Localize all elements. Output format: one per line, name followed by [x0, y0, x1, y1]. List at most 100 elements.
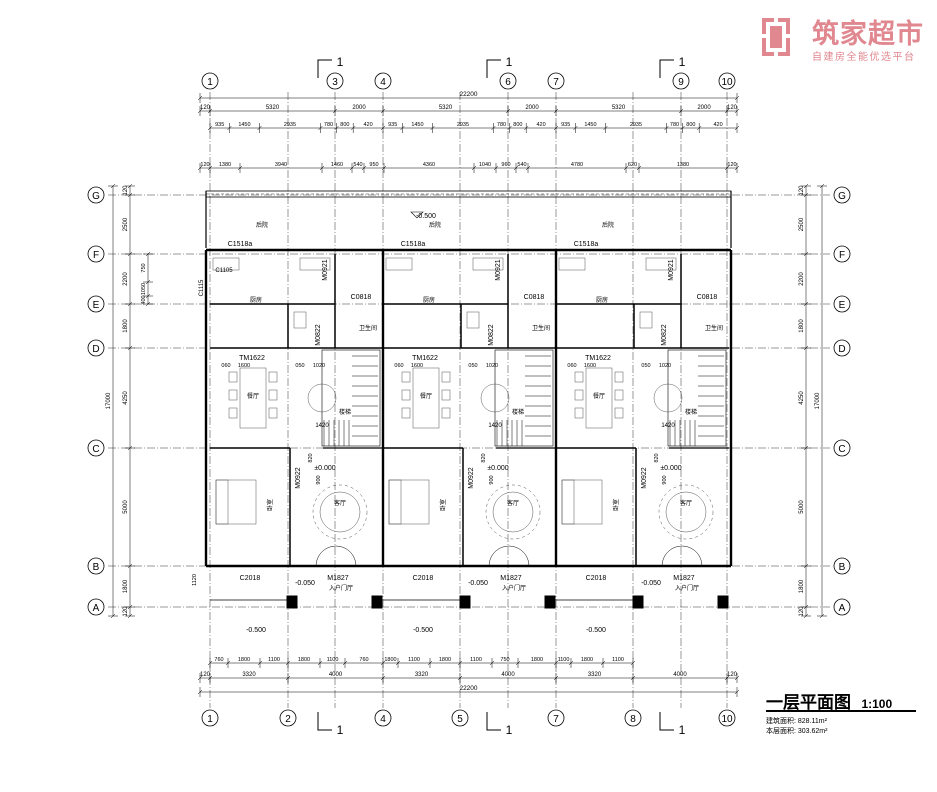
axis-bubble [624, 709, 642, 727]
dim-text: 620 [628, 162, 637, 168]
axis-label-left: F [93, 250, 99, 261]
door-label: M0822 [315, 324, 322, 346]
dim-slash [127, 445, 133, 451]
door-label: M1827 [500, 575, 522, 582]
dim-text: 1450 [584, 122, 596, 128]
elevation-label: -0.500 [586, 627, 606, 634]
dim-text: 120 [200, 672, 211, 678]
dim-text: 5000 [799, 500, 805, 514]
axis-label-right: B [839, 562, 846, 573]
dim-text: 5000 [123, 500, 129, 514]
axis-label-right: G [838, 191, 846, 202]
dim-slash [724, 108, 730, 114]
dim-text: 420 [713, 122, 722, 128]
drawing-scale: 1:100 [861, 697, 893, 711]
dim-slash [127, 251, 133, 257]
dim-slash [803, 301, 809, 307]
axis-bubble [718, 72, 736, 90]
chair [574, 371, 584, 383]
axis-bubble [833, 439, 851, 457]
dim-slash [680, 125, 685, 131]
dim-text: 420 [536, 122, 545, 128]
chair [441, 389, 451, 401]
dim-slash [603, 125, 608, 131]
porch-post [459, 595, 471, 609]
dim-slash [257, 660, 263, 666]
dim-text: 400 [141, 295, 147, 304]
dim-text: 420 [363, 122, 372, 128]
axis-label-right: D [838, 344, 845, 355]
dim-slash [803, 183, 809, 189]
room-label-backyard: 后院 [429, 221, 441, 229]
dim-text: 17000 [815, 392, 821, 409]
dim-text: 1800 [238, 657, 250, 663]
dim-slash [491, 125, 496, 131]
brand-logo [758, 14, 933, 64]
door-label: M1827 [327, 575, 349, 582]
dim-slash [332, 108, 338, 114]
dim-text: 1800 [799, 579, 805, 593]
dim-text: 1800 [799, 319, 805, 333]
dim-text: 800 [513, 122, 522, 128]
door-label: M0921 [668, 259, 675, 281]
dim-text: 120 [799, 606, 805, 617]
dim-text: 760 [214, 657, 223, 663]
stair-outline [667, 349, 727, 447]
dim-text: 750 [141, 263, 147, 272]
dim-text: 2935 [284, 122, 296, 128]
axis-bubble [326, 72, 344, 90]
porch-post [632, 595, 644, 609]
section-number: 1 [679, 55, 686, 69]
dim-slash [285, 675, 291, 681]
dim-text: 1450 [238, 122, 250, 128]
axis-label-top: 3 [332, 77, 338, 88]
window-label: C2018 [413, 575, 434, 582]
dim-text: 2935 [457, 122, 469, 128]
dim-slash [110, 613, 116, 619]
dim-text: 1100 [470, 657, 482, 663]
room-label-entrance: 入户门厅 [329, 584, 353, 592]
round-table [319, 491, 361, 533]
section-number: 1 [679, 723, 686, 737]
dim-text: 4000 [329, 672, 343, 678]
dim-slash [351, 125, 356, 131]
bed [388, 479, 430, 525]
axis-label-left: E [93, 300, 100, 311]
dim-text: 2500 [123, 217, 129, 231]
round-table [665, 491, 707, 533]
axis-label-top: 9 [678, 77, 684, 88]
dim-text: 1600 [584, 363, 596, 369]
dim-text: 1380 [677, 162, 689, 168]
axis-label-bottom: 1 [207, 714, 213, 725]
dim-slash [197, 165, 203, 171]
axis-bubble [833, 186, 851, 204]
dining-table [412, 367, 440, 429]
dim-slash [630, 675, 636, 681]
dim-slash [285, 660, 291, 666]
dim-slash [524, 125, 529, 131]
door-swing [681, 545, 703, 567]
dim-slash [553, 675, 559, 681]
axis-label-bottom: 7 [553, 714, 559, 725]
dim-slash [145, 251, 151, 257]
chair [614, 389, 624, 401]
dim-text: 800 [686, 122, 695, 128]
chair [574, 389, 584, 401]
dim-slash [457, 675, 463, 681]
area-note: 建筑面积: 828.11m² 本层面积: 303.62m² [766, 716, 827, 736]
bed [215, 479, 257, 525]
axis-bubble [833, 557, 851, 575]
axis-label-bottom: 4 [380, 714, 386, 725]
room-label-living: 客厅 [334, 499, 346, 507]
dim-text: 820 [481, 453, 487, 462]
room-label-bedroom: 卧室 [266, 499, 274, 511]
chair [614, 407, 624, 419]
dim-slash [145, 301, 151, 307]
dim-text: 935 [561, 122, 570, 128]
axis-bubble [833, 598, 851, 616]
dim-slash [197, 95, 203, 101]
toilet [293, 311, 307, 329]
section-marker [317, 712, 332, 731]
dim-slash [553, 108, 559, 114]
stove [472, 257, 504, 271]
